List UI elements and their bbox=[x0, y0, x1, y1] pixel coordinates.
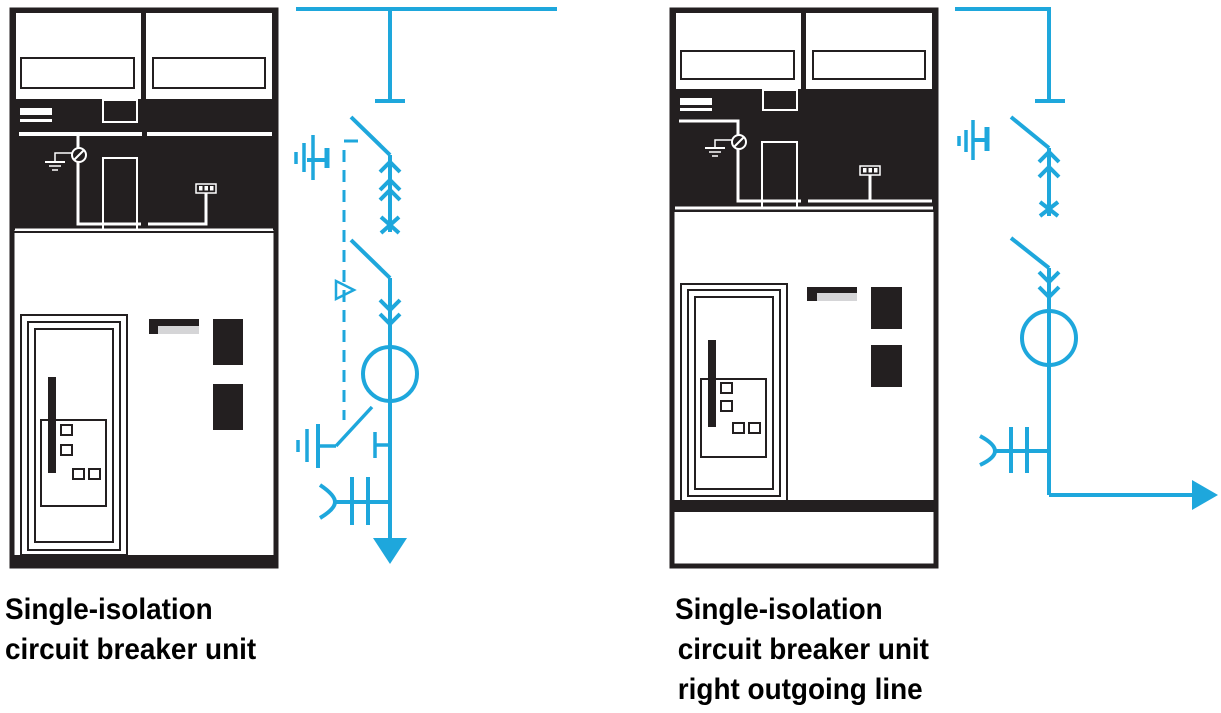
control-plate bbox=[700, 378, 767, 458]
withdrawable-contact-top-icon bbox=[378, 159, 402, 174]
single-line-diagram-left bbox=[294, 7, 557, 564]
cabinet-front-right bbox=[669, 7, 939, 569]
breaker-blade bbox=[1009, 236, 1051, 270]
caption-right: Single-isolation circuit breaker unit ri… bbox=[675, 590, 929, 710]
cabinet-front-left bbox=[9, 7, 279, 569]
mimic-panel bbox=[674, 90, 934, 212]
caption-left: Single-isolation circuit breaker unit bbox=[5, 590, 256, 670]
busbar bbox=[955, 7, 1051, 101]
earth-icon-top bbox=[957, 120, 990, 160]
withdrawable-contact-top-icon bbox=[1037, 149, 1061, 164]
voltage-indicator-icon bbox=[979, 427, 1049, 473]
display-window-left bbox=[20, 57, 135, 89]
unit-left: Single-isolation circuit breaker unit bbox=[0, 0, 600, 713]
cabinet-drawing-right bbox=[669, 7, 1218, 569]
inspection-window-top bbox=[213, 319, 243, 365]
door-handle bbox=[708, 340, 716, 427]
unit-right: Single-isolation circuit breaker unit ri… bbox=[660, 0, 1221, 713]
disconnector-blade bbox=[349, 115, 392, 157]
inspection-window-bottom bbox=[213, 384, 243, 430]
voltage-indicator-icon bbox=[318, 477, 390, 525]
display-window-right bbox=[152, 57, 266, 89]
earth-icon-top bbox=[294, 135, 358, 180]
interlock-triangle-icon bbox=[334, 278, 357, 302]
cabinet-base bbox=[12, 555, 276, 568]
mimic-panel bbox=[14, 100, 274, 230]
door-handle bbox=[48, 377, 56, 473]
single-line-diagram-right bbox=[955, 7, 1218, 510]
caption-line: Single-isolation bbox=[5, 593, 213, 626]
display-window-left bbox=[680, 50, 795, 80]
breaker-blade bbox=[349, 238, 392, 280]
cabinet-base bbox=[672, 500, 936, 512]
inspection-window-bottom bbox=[871, 345, 902, 387]
inspection-window-top bbox=[871, 287, 902, 329]
caption-line: right outgoing line bbox=[677, 673, 923, 706]
disconnector-blade bbox=[1009, 115, 1051, 150]
caption-line: circuit breaker unit bbox=[677, 633, 929, 666]
earth-switch-lower-icon bbox=[296, 405, 390, 468]
caption-line: Single-isolation bbox=[675, 593, 883, 626]
cabinet-drawing-left bbox=[9, 7, 557, 569]
outgoing-arrow-right-icon bbox=[1192, 480, 1218, 510]
control-plate bbox=[40, 419, 107, 507]
outgoing-arrow-down-icon bbox=[373, 538, 407, 564]
current-transformer-icon bbox=[1020, 309, 1078, 367]
current-transformer-icon bbox=[361, 345, 419, 403]
display-window-right bbox=[812, 50, 926, 80]
caption-line: circuit breaker unit bbox=[5, 633, 257, 666]
